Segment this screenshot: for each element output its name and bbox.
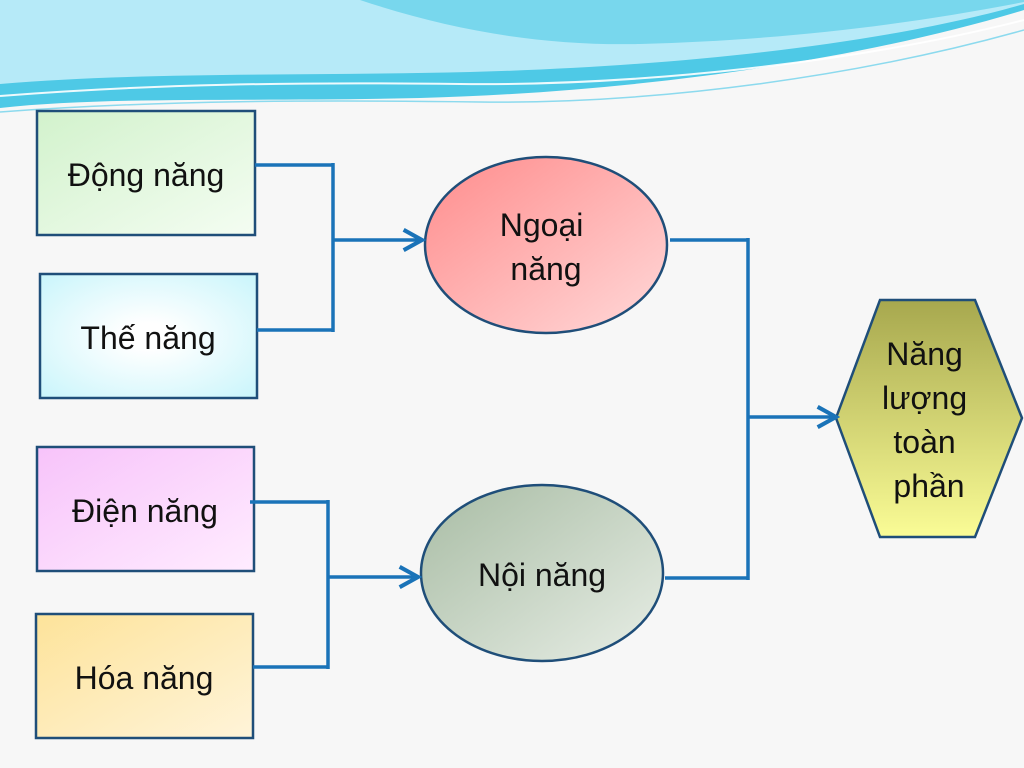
- svg-text:Năng lượng toàn: Năng lượng toàn phần: [882, 336, 976, 504]
- node-chemical-energy: Hóa năng: [34, 612, 255, 740]
- node-potential-energy-label: Thế năng: [80, 320, 215, 356]
- wave-line: [0, 19, 1024, 97]
- node-total-energy: Năng lượng toàn phần: [834, 298, 1024, 539]
- connector-external-internal-to-total: [665, 238, 750, 580]
- node-external-energy-line-2: năng: [510, 251, 581, 287]
- connector-kinetic-potential-to-external: [255, 163, 335, 332]
- svg-text:Ngoại năng: Ngoại năng: [500, 207, 593, 287]
- node-kinetic-energy-label: Động năng: [68, 157, 225, 193]
- connector-electric-chemical-to-internal: [250, 500, 330, 669]
- node-total-energy-line-3: toàn: [893, 424, 955, 460]
- wave-line: [0, 29, 1024, 113]
- node-potential-energy: Thế năng: [38, 272, 259, 400]
- wave-band-highlight: [360, 0, 1024, 45]
- node-chemical-energy-label: Hóa năng: [75, 660, 214, 696]
- node-internal-energy: Nội năng: [419, 483, 665, 663]
- node-total-energy-line-4: phần: [893, 468, 964, 504]
- node-electric-energy: Điện năng: [35, 445, 256, 573]
- node-external-energy: Ngoại năng: [423, 155, 669, 335]
- node-internal-energy-label: Nội năng: [478, 557, 606, 593]
- node-kinetic-energy: Động năng: [35, 109, 257, 237]
- node-electric-energy-label: Điện năng: [72, 493, 218, 529]
- connectors: [250, 163, 836, 669]
- node-total-energy-line-2: lượng: [882, 380, 967, 416]
- header-waves: [0, 0, 1024, 113]
- node-total-energy-line-1: Năng: [886, 336, 963, 372]
- node-external-energy-line-1: Ngoại: [500, 207, 584, 243]
